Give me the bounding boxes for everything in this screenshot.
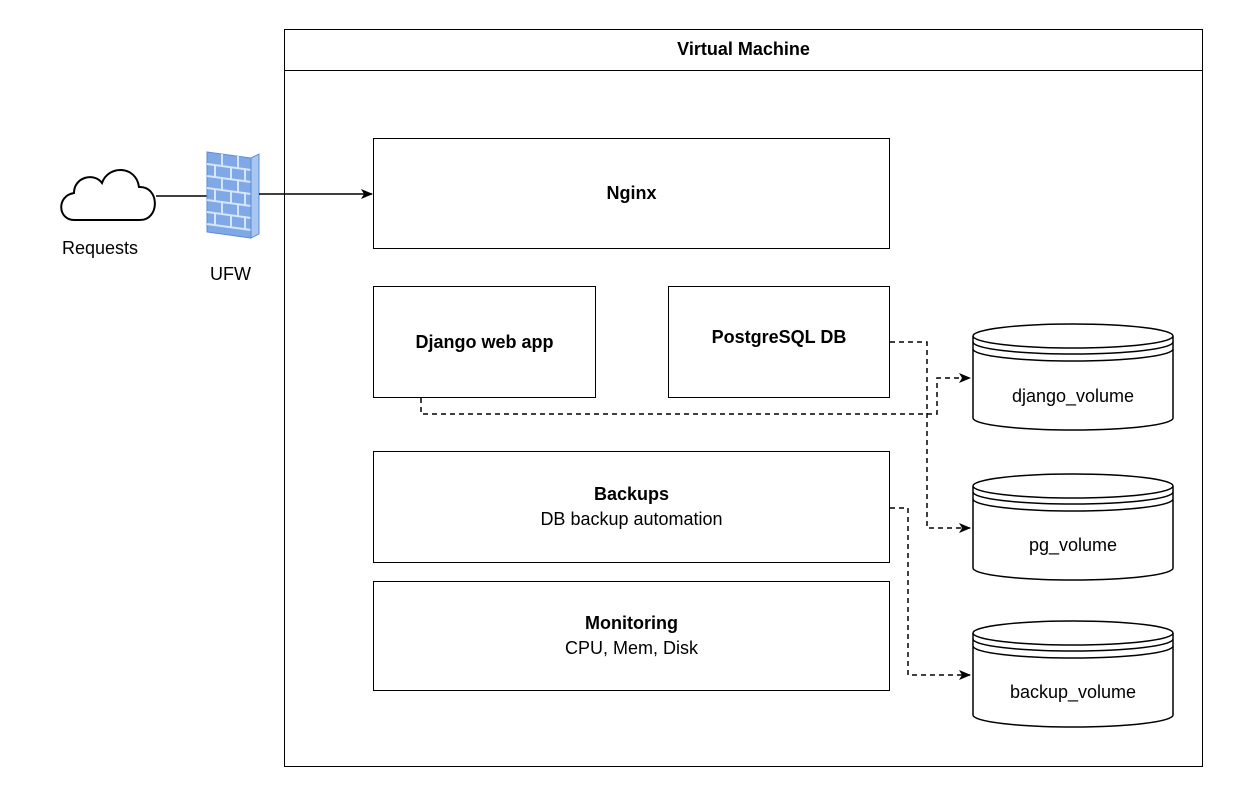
backup-volume-cylinder <box>972 620 1174 728</box>
backups-title: Backups <box>593 484 670 504</box>
backups-to-backup-volume-arrow <box>890 507 971 680</box>
postgres-title: PostgreSQL DB <box>711 326 847 347</box>
backup-volume-label: backup_volume <box>1009 682 1137 702</box>
monitoring-box: Monitoring CPU, Mem, Disk <box>373 581 890 691</box>
monitoring-subtitle: CPU, Mem, Disk <box>564 638 698 658</box>
virtual-machine-title: Virtual Machine <box>284 29 1203 71</box>
cloud-icon <box>60 169 156 221</box>
backups-box: Backups DB backup automation <box>373 451 890 563</box>
django-volume-cylinder <box>972 323 1174 431</box>
pg-volume-label: pg_volume <box>1028 535 1118 555</box>
django-volume-label: django_volume <box>1011 386 1135 406</box>
firewall-label: UFW <box>210 264 251 284</box>
django-to-django-volume-arrow <box>420 373 971 415</box>
firewall-icon <box>206 151 260 239</box>
pg-volume-cylinder <box>972 473 1174 581</box>
postgres-box: PostgreSQL DB <box>668 286 890 398</box>
nginx-box: Nginx <box>373 138 890 249</box>
nginx-title: Nginx <box>606 183 657 203</box>
django-title: Django web app <box>415 331 554 352</box>
backups-subtitle: DB backup automation <box>540 509 723 529</box>
virtual-machine-container <box>284 29 1203 767</box>
requests-label: Requests <box>62 238 139 258</box>
django-box: Django web app <box>373 286 596 398</box>
postgres-to-pg-volume-arrow <box>890 341 971 533</box>
monitoring-title: Monitoring <box>585 613 678 633</box>
